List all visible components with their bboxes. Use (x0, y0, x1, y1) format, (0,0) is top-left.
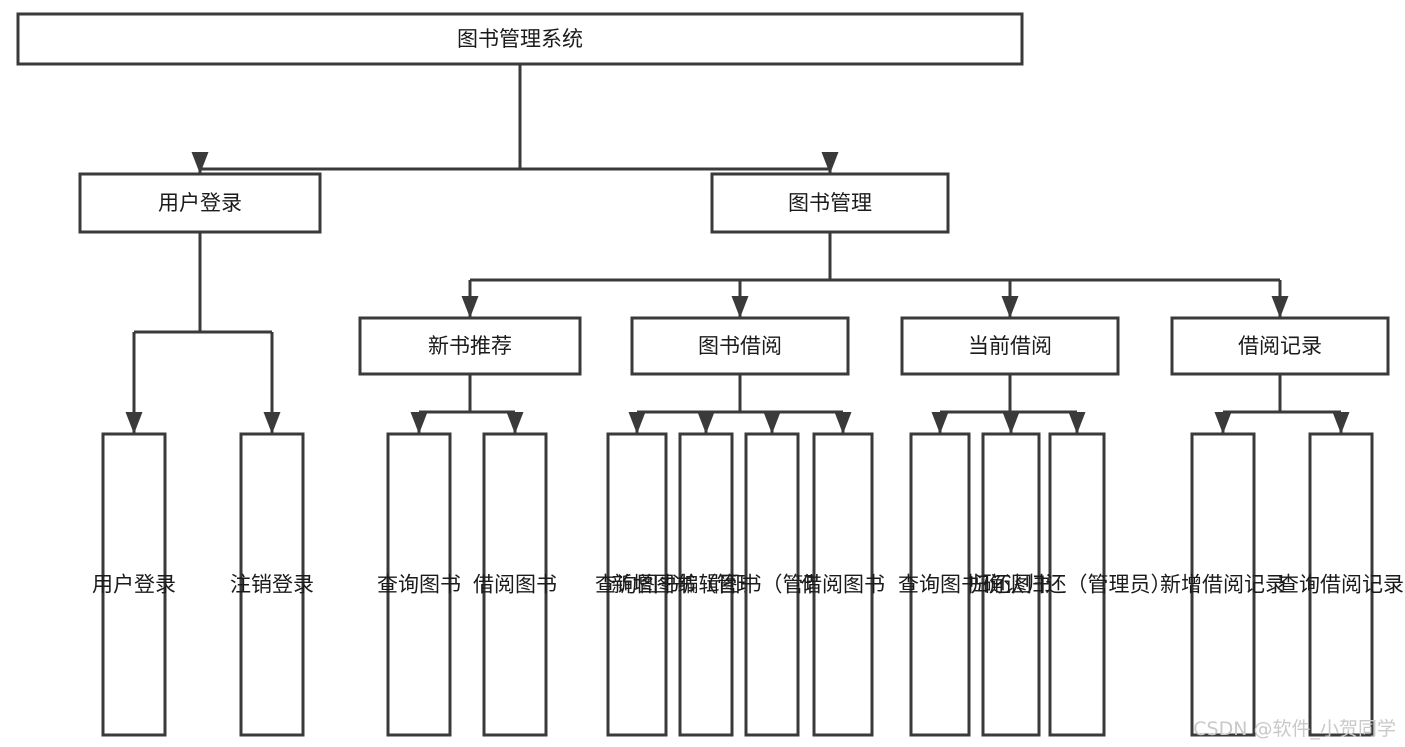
node-box[interactable] (358, 316, 582, 376)
arrow-head-icon (461, 296, 479, 318)
arrow-head-icon (731, 296, 749, 318)
node-label: 确认归还（管理员） (983, 573, 1172, 597)
node-box[interactable] (386, 432, 452, 737)
node-label: 借阅记录 (1238, 334, 1322, 358)
node-box[interactable] (981, 432, 1041, 737)
arrow-head-icon (1002, 412, 1020, 434)
node-box[interactable] (744, 432, 800, 737)
node-leaf-borrow-book-1[interactable]: 借阅图书 (473, 432, 557, 737)
arrow-head-icon (191, 152, 209, 174)
node-box[interactable] (1308, 432, 1374, 737)
node-leaf-confirm-return[interactable]: 确认归还（管理员） (983, 432, 1172, 737)
node-leaf-logout-login[interactable]: 注销登录 (230, 432, 314, 737)
node-box[interactable] (710, 172, 950, 234)
node-leaf-query-record[interactable]: 查询借阅记录 (1278, 432, 1404, 737)
arrow-head-icon (410, 412, 428, 434)
node-leaf-query-book-1[interactable]: 查询图书 (377, 432, 461, 737)
node-leaf-add-record[interactable]: 新增借阅记录 (1160, 432, 1286, 737)
csdn-watermark: CSDN @软件_小贺同学 (1193, 718, 1396, 740)
arrow-head-icon (628, 412, 646, 434)
node-leaf-query-book-2[interactable]: 查询图书 (595, 432, 679, 737)
node-label: 注销登录 (230, 573, 314, 597)
connector-lines-layer (125, 64, 1350, 434)
arrow-head-icon (506, 412, 524, 434)
node-label: 当前借阅 (968, 334, 1052, 358)
node-box[interactable] (606, 432, 668, 737)
arrow-head-icon (697, 412, 715, 434)
node-label: 用户登录 (158, 191, 242, 215)
node-box[interactable] (16, 12, 1024, 66)
node-label: 查询图书 (898, 573, 982, 597)
node-book-manage[interactable]: 图书管理 (710, 172, 950, 234)
node-current-borrow[interactable]: 当前借阅 (900, 316, 1120, 376)
node-label: 借阅图书 (801, 573, 885, 597)
node-leaf-borrow-book-2[interactable]: 借阅图书 (801, 432, 885, 737)
node-label: 借阅图书 (473, 573, 557, 597)
arrow-head-icon (1214, 412, 1232, 434)
node-user-login[interactable]: 用户登录 (78, 172, 322, 234)
node-label: 图书管理系统 (457, 27, 583, 51)
node-leaf-user-login[interactable]: 用户登录 (92, 432, 176, 737)
node-label: 新书推荐 (428, 334, 512, 358)
node-leaf-return-book[interactable]: 归还图书 (969, 432, 1053, 737)
node-box[interactable] (78, 172, 322, 234)
node-box[interactable] (909, 432, 971, 737)
arrow-head-icon (834, 412, 852, 434)
node-label: 图书借阅 (698, 334, 782, 358)
node-label: 新增借阅记录 (1160, 573, 1286, 597)
node-root[interactable]: 图书管理系统 (16, 12, 1024, 66)
arrow-head-icon (1271, 296, 1289, 318)
node-label: 用户登录 (92, 573, 176, 597)
arrow-head-icon (263, 412, 281, 434)
node-new-book-recommend[interactable]: 新书推荐 (358, 316, 582, 376)
arrow-head-icon (821, 152, 839, 174)
node-box[interactable] (1190, 432, 1256, 737)
node-label: 查询借阅记录 (1278, 573, 1404, 597)
node-book-borrow[interactable]: 图书借阅 (630, 316, 850, 376)
node-borrow-record[interactable]: 借阅记录 (1170, 316, 1390, 376)
arrow-head-icon (931, 412, 949, 434)
node-box[interactable] (1170, 316, 1390, 376)
node-label: 查询图书 (377, 573, 461, 597)
node-box[interactable] (239, 432, 305, 737)
node-label: 查询图书 (595, 573, 679, 597)
node-label: 图书管理 (788, 191, 872, 215)
arrow-head-icon (1001, 296, 1019, 318)
node-leaf-edit-book-admin[interactable]: 编辑图书（管理员） (678, 432, 867, 737)
node-leaf-query-book-3[interactable]: 查询图书 (898, 432, 982, 737)
node-box[interactable] (678, 432, 734, 737)
node-box[interactable] (900, 316, 1120, 376)
node-boxes-layer: 图书管理系统用户登录图书管理新书推荐图书借阅当前借阅借阅记录用户登录注销登录查询… (16, 12, 1404, 737)
node-box[interactable] (812, 432, 874, 737)
node-box[interactable] (1048, 432, 1106, 737)
node-box[interactable] (630, 316, 850, 376)
node-box[interactable] (482, 432, 548, 737)
node-label: 归还图书 (969, 573, 1053, 597)
arrow-head-icon (1068, 412, 1086, 434)
arrow-head-icon (1332, 412, 1350, 434)
node-box[interactable] (101, 432, 167, 737)
arrow-head-icon (125, 412, 143, 434)
arrow-head-icon (763, 412, 781, 434)
